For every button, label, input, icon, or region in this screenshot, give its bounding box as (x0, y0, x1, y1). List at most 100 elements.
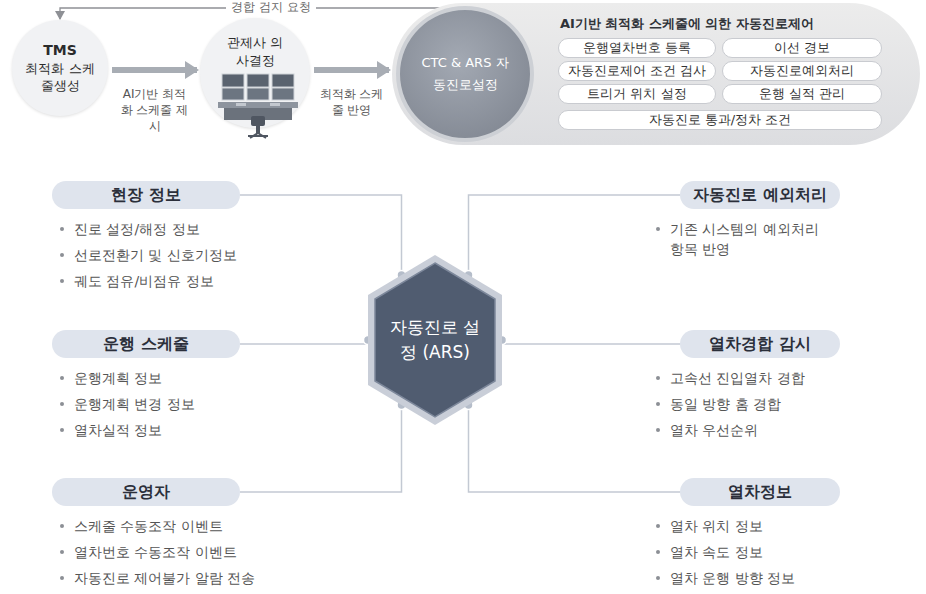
bullet-text: 기존 시스템의 예외처리 항목 반영 (670, 221, 819, 257)
bullet-dot (60, 227, 64, 231)
system-circle: CTC & ARS 자동진로설정 (396, 6, 534, 142)
category-pill: 운영자스케줄 수동조작 이벤트열차번호 수동조작 이벤트자동진로 제어불가 알람… (52, 478, 240, 506)
hub-connector (469, 405, 681, 492)
bullet-list: 고속선 진입열차 경합동일 방향 홈 경합열차 우선순위 (654, 368, 864, 446)
flow-arrow (112, 67, 197, 73)
bullet-dot (656, 227, 660, 231)
bullet-text: 열차번호 수동조작 이벤트 (74, 544, 237, 560)
bullet-item: 선로전환기 및 신호기정보 (58, 245, 268, 265)
bullet-list: 열차 위치 정보열차 속도 정보열차 운행 방향 정보 (654, 516, 864, 594)
band-heading: AI기반 최적화 스케줄에 의한 자동진로제어 (560, 15, 814, 33)
bullet-text: 운행계획 변경 정보 (74, 396, 195, 412)
category-title: 운행 스케줄 (103, 334, 189, 355)
category-title: 현장 정보 (111, 185, 181, 206)
bullet-item: 자동진로 제어불가 알람 전송 (58, 568, 268, 588)
decision-circle: 관제사 의사결정 (200, 18, 310, 128)
hub-connector (469, 195, 681, 275)
bullet-dot (656, 376, 660, 380)
bullet-item: 기존 시스템의 예외처리 항목 반영 (654, 219, 834, 259)
category-pill: 열차경합 감시고속선 진입열차 경합동일 방향 홈 경합열차 우선순위 (680, 330, 840, 358)
edge-label: 경합 검지 요청 (226, 0, 315, 16)
category-title: 운영자 (122, 482, 170, 503)
bullet-text: 열차실적 정보 (74, 422, 162, 438)
chip-label: 자동진로제어 조건 검사 (568, 62, 706, 80)
edge-label: AI기반 최적화 스케줄 제시 (118, 86, 192, 135)
function-chip: 자동진로제어 조건 검사 (558, 61, 716, 81)
node-title: 관제사 의사결정 (224, 34, 286, 69)
bullet-dot (60, 279, 64, 283)
bullet-item: 열차 우선순위 (654, 420, 864, 440)
bullet-text: 열차 운행 방향 정보 (670, 570, 795, 586)
function-chip: 자동진로 통과/정차 조건 (558, 110, 882, 130)
edge-label: 최적화 스케줄 반영 (315, 86, 389, 118)
function-chip: 운행 실적 관리 (722, 84, 882, 104)
bullet-text: 자동진로 제어불가 알람 전송 (74, 570, 255, 586)
bullet-dot (656, 576, 660, 580)
category-pill: 자동진로 예외처리기존 시스템의 예외처리 항목 반영 (680, 181, 840, 209)
bullet-text: 운행계획 정보 (74, 370, 162, 386)
category-pill: 현장 정보진로 설정/해정 정보선로전환기 및 신호기정보궤도 점유/비점유 정… (52, 181, 240, 209)
hub-connector (240, 195, 402, 275)
bullet-dot (60, 576, 64, 580)
bullet-dot (656, 428, 660, 432)
hub-connector (240, 340, 368, 344)
chip-label: 이선 경보 (774, 39, 830, 57)
bullet-dot (60, 428, 64, 432)
bullet-item: 열차실적 정보 (58, 420, 268, 440)
flow-arrow (314, 67, 389, 73)
category-title: 자동진로 예외처리 (693, 185, 827, 206)
node-body: 최적화 스케줄생성 (22, 60, 98, 95)
center-hexagon: 자동진로 설정 (ARS) (368, 255, 502, 425)
category-pill: 열차정보열차 위치 정보열차 속도 정보열차 운행 방향 정보 (680, 478, 840, 506)
bullet-text: 스케줄 수동조작 이벤트 (74, 518, 223, 534)
bullet-text: 선로전환기 및 신호기정보 (74, 247, 237, 263)
bullet-list: 스케줄 수동조작 이벤트열차번호 수동조작 이벤트자동진로 제어불가 알람 전송 (58, 516, 268, 594)
function-chip: 운행열차번호 등록 (558, 38, 716, 58)
chip-label: 운행열차번호 등록 (583, 39, 691, 57)
category-title: 열차정보 (728, 482, 792, 503)
hexagon-shape (368, 255, 502, 425)
chip-label: 자동진로 통과/정차 조건 (649, 111, 792, 129)
bullet-text: 열차 속도 정보 (670, 544, 763, 560)
control-desk-illustration (216, 70, 300, 140)
bullet-item: 운행계획 정보 (58, 368, 268, 388)
category-title: 열차경합 감시 (709, 334, 811, 355)
bullet-list: 기존 시스템의 예외처리 항목 반영 (654, 219, 834, 265)
bullet-item: 진로 설정/해정 정보 (58, 219, 268, 239)
bullet-dot (60, 524, 64, 528)
bullet-dot (60, 376, 64, 380)
circle-label: CTC & ARS 자동진로설정 (418, 52, 512, 96)
bullet-item: 스케줄 수동조작 이벤트 (58, 516, 268, 536)
bullet-dot (656, 550, 660, 554)
bullet-text: 고속선 진입열차 경합 (670, 370, 805, 386)
chip-label: 트리거 위치 설정 (587, 85, 686, 103)
chip-label: 운행 실적 관리 (759, 85, 845, 103)
node-title: TMS (22, 41, 98, 60)
bullet-text: 진로 설정/해정 정보 (74, 221, 200, 237)
bullet-item: 열차번호 수동조작 이벤트 (58, 542, 268, 562)
function-chip: 이선 경보 (722, 38, 882, 58)
category-pill: 운행 스케줄운행계획 정보운행계획 변경 정보열차실적 정보 (52, 330, 240, 358)
hub-connector (502, 340, 680, 344)
bullet-list: 운행계획 정보운행계획 변경 정보열차실적 정보 (58, 368, 268, 446)
bullet-dot (656, 524, 660, 528)
bullet-item: 열차 운행 방향 정보 (654, 568, 864, 588)
system-band: AI기반 최적화 스케줄에 의한 자동진로제어CTC & ARS 자동진로설정운… (392, 3, 920, 145)
bullet-item: 동일 방향 홈 경합 (654, 394, 864, 414)
bullet-text: 열차 우선순위 (670, 422, 758, 438)
bullet-item: 열차 속도 정보 (654, 542, 864, 562)
bullet-item: 고속선 진입열차 경합 (654, 368, 864, 388)
function-chip: 자동진로예외처리 (722, 61, 882, 81)
bullet-dot (60, 253, 64, 257)
bullet-list: 진로 설정/해정 정보선로전환기 및 신호기정보궤도 점유/비점유 정보 (58, 219, 268, 297)
bullet-dot (656, 402, 660, 406)
hub-connector (240, 405, 402, 492)
bullet-item: 궤도 점유/비점유 정보 (58, 271, 268, 291)
chip-label: 자동진로예외처리 (750, 62, 854, 80)
hexagon-label: 자동진로 설정 (ARS) (385, 315, 485, 364)
bullet-text: 열차 위치 정보 (670, 518, 763, 534)
bullet-item: 운행계획 변경 정보 (58, 394, 268, 414)
function-chip: 트리거 위치 설정 (558, 84, 716, 104)
